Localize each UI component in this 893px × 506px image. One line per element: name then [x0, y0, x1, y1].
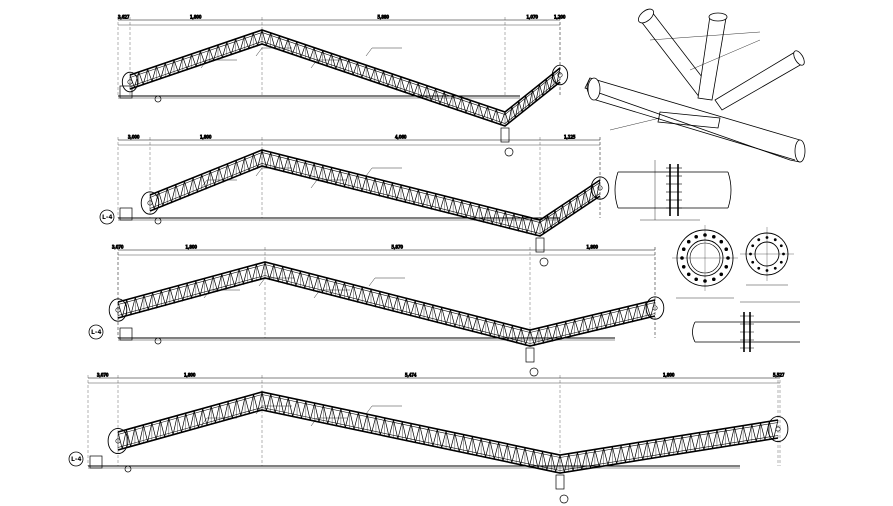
truss-elevation-1: 3,627 1,800 5,880 1,070 1,200 — [118, 14, 569, 157]
node-joint-detail — [584, 8, 806, 163]
dimension-label: 1,800 — [200, 135, 212, 140]
dimension-label: 5,527 — [773, 373, 785, 378]
grid-label-l4-row4: L-4 — [68, 451, 84, 467]
flange-elevation — [614, 160, 732, 221]
dimension-label: 5,880 — [378, 15, 390, 20]
dimension-label: 5,870 — [392, 245, 404, 250]
flange-plan-a — [672, 225, 738, 299]
dimension-label: 1,200 — [554, 15, 566, 20]
grid-label-text: L-4 — [91, 329, 102, 336]
dimension-label: 1,800 — [186, 245, 198, 250]
dimension-label: 1,800 — [184, 373, 196, 378]
dimension-label: 1,070 — [527, 15, 539, 20]
dimension-label: 3,000 — [128, 135, 140, 140]
truss-elevations: 3,627 1,800 5,880 1,070 1,200 3,000 1,800 4,060… — [87, 14, 789, 504]
dimension-label: 4,060 — [395, 135, 407, 140]
grid-label-text: L-4 — [102, 214, 113, 221]
grid-label-l4-row2: L-4 — [99, 209, 115, 225]
truss-elevation-3: 3,070 1,800 5,870 1,800 — [108, 244, 665, 377]
flange-side — [692, 301, 800, 352]
dimension-label: 1,800 — [587, 245, 599, 250]
dimension-label: 1,125 — [564, 135, 576, 140]
dimension-label: 1,800 — [190, 15, 202, 20]
dimension-label: 1,800 — [663, 373, 675, 378]
truss-elevation-2: 3,000 1,800 4,060 1,125 — [117, 134, 610, 267]
dimension-label: 3,070 — [97, 373, 109, 378]
truss-elevation-4: 3,070 1,800 5,474 1,800 5,527 — [87, 372, 789, 504]
grid-label-l4-row3: L-4 — [88, 324, 104, 340]
dimension-label: 3,627 — [118, 15, 130, 20]
dimension-label: 3,070 — [112, 245, 124, 250]
grid-label-text: L-4 — [71, 456, 82, 463]
flange-plan-b — [740, 227, 794, 286]
dimension-label: 5,474 — [405, 373, 417, 378]
